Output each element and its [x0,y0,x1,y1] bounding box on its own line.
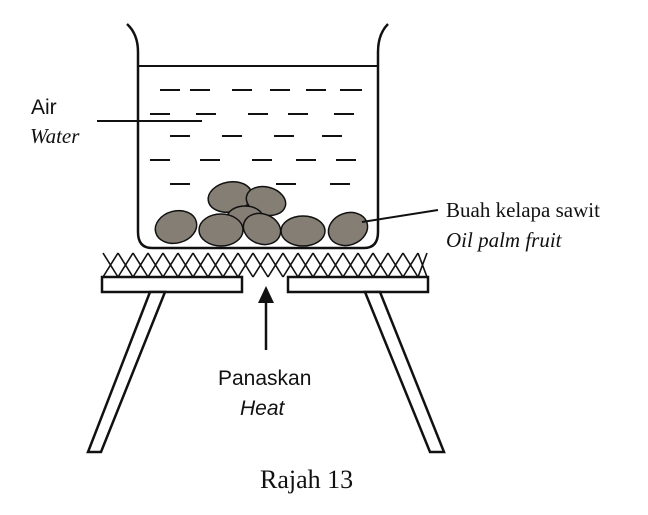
figure-caption: Rajah 13 [260,465,354,494]
fruit-label-malay: Buah kelapa sawit [446,198,600,222]
oil-palm-fruit [198,213,244,247]
fruit-label-english: Oil palm fruit [446,228,562,252]
oil-palm-fruit [327,211,369,247]
wire-gauze [102,252,428,278]
water-dashes [150,89,362,185]
tripod-top-left [100,275,244,294]
tripod-stand [86,275,446,454]
tripod-leg-left [86,290,167,454]
tripod-leg-right [363,290,446,454]
water-label-malay: Air [31,96,57,119]
heat-label-english: Heat [240,397,285,420]
oil-palm-fruits [154,180,369,247]
oil-palm-fruit [280,215,326,247]
oil-palm-fruit [154,209,198,245]
beaker-outline [126,23,389,250]
tripod-top-right [286,275,430,294]
water-label-english: Water [30,124,80,148]
heat-arrow-head [258,286,274,303]
fruit-leader-line [361,209,439,223]
oil-palm-fruit [242,212,282,246]
heat-label-malay: Panaskan [218,367,312,390]
